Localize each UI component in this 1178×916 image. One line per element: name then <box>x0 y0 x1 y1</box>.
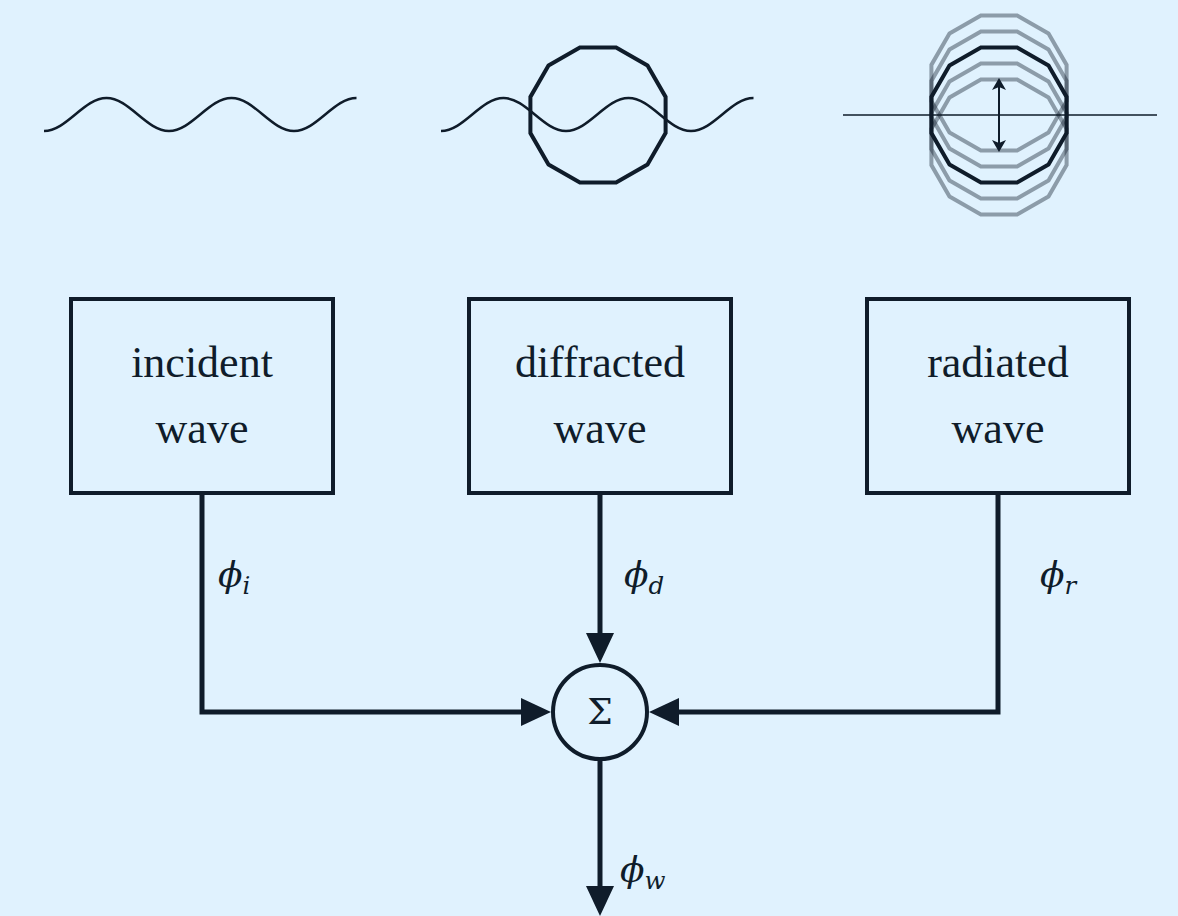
box-label: incident wave <box>97 330 307 462</box>
box-label: radiated wave <box>893 330 1103 462</box>
signal-line <box>202 495 541 712</box>
output-arrow <box>598 761 603 906</box>
radiating-body-outline <box>931 47 1066 182</box>
signal-line <box>598 495 603 653</box>
signal-name: ϕi <box>216 557 252 593</box>
body-outline <box>530 47 665 182</box>
sum-symbol: Σ <box>587 694 612 730</box>
box-label: diffracted wave <box>495 330 705 462</box>
signal-line <box>659 495 998 712</box>
signal-name: ϕw <box>618 852 668 888</box>
signal-name: ϕr <box>1038 557 1078 593</box>
process-box: diffracted wave <box>467 297 733 495</box>
diffracted-wave-sketch <box>441 98 754 131</box>
signal-name: ϕd <box>622 557 666 593</box>
process-box: radiated wave <box>865 297 1131 495</box>
summing-junction: Σ <box>551 663 649 761</box>
incident-wave-sketch <box>44 98 357 131</box>
heave-arrow <box>998 80 1000 150</box>
process-box: incident wave <box>69 297 335 495</box>
